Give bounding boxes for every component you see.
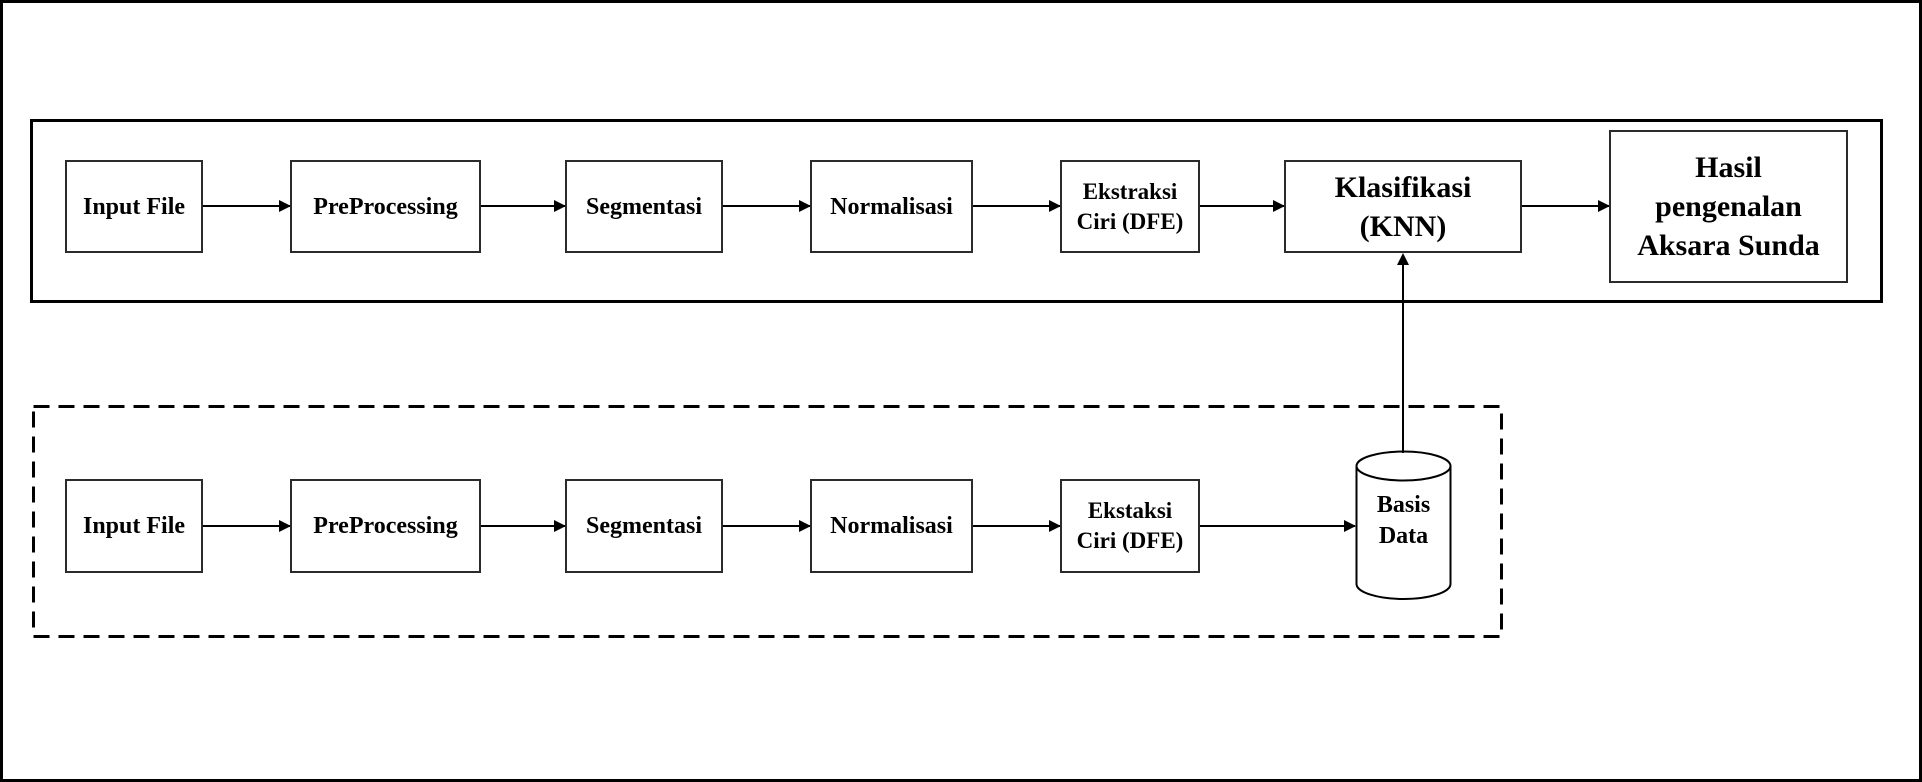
node-label-line2: Data (1378, 523, 1429, 549)
node-ekstraksi-ciri-dfe-top: Ekstraksi Ciri (DFE) (1060, 160, 1200, 253)
recognition-phase-container (30, 119, 1883, 303)
node-label: Input File (82, 193, 186, 220)
arrow-inputfile-to-preprocessing-bottom (203, 520, 291, 532)
node-segmentasi-top: Segmentasi (565, 160, 723, 253)
node-input-file-top: Input File (65, 160, 203, 253)
arrow-basisdata-to-klasifikasi (1397, 253, 1409, 453)
node-label-line1: Ekstraksi (1082, 178, 1178, 204)
node-label-line2: Ciri (DFE) (1076, 208, 1184, 234)
node-input-file-bottom: Input File (65, 479, 203, 573)
node-label: Input File (82, 513, 186, 539)
node-label-line2: pengenalan (1655, 190, 1802, 223)
node-label-line1: Ekstaksi (1087, 498, 1173, 523)
node-label: Segmentasi (586, 193, 702, 220)
node-label: Segmentasi (586, 513, 702, 539)
node-normalisasi-bottom: Normalisasi (810, 479, 973, 573)
node-basis-data: Basis Data (1355, 490, 1452, 552)
node-label-line1: Hasil (1695, 151, 1762, 184)
arrow-segmentasi-to-normalisasi-bottom (723, 520, 811, 532)
node-label-line1: Basis (1376, 492, 1431, 518)
node-preprocessing-bottom: PreProcessing (290, 479, 481, 573)
node-hasil-pengenalan-aksara-sunda: Hasil pengenalan Aksara Sunda (1609, 130, 1848, 283)
node-ekstaksi-ciri-dfe-bottom: Ekstaksi Ciri (DFE) (1060, 479, 1200, 573)
node-preprocessing-top: PreProcessing (290, 160, 481, 253)
training-phase-dashed-container (32, 405, 1503, 638)
node-label-line1: Klasifikasi (1334, 170, 1472, 204)
arrow-preprocessing-to-segmentasi-bottom (481, 520, 566, 532)
node-klasifikasi-knn: Klasifikasi (KNN) (1284, 160, 1522, 253)
node-segmentasi-bottom: Segmentasi (565, 479, 723, 573)
arrow-ekstraksi-to-klasifikasi (1200, 200, 1285, 212)
arrow-segmentasi-to-normalisasi-top (723, 200, 811, 212)
node-label-line2: Ciri (DFE) (1076, 528, 1184, 553)
node-label: Normalisasi (830, 193, 953, 220)
arrow-preprocessing-to-segmentasi-top (481, 200, 566, 212)
arrow-normalisasi-to-ekstraksi-top (973, 200, 1061, 212)
node-label: PreProcessing (313, 193, 458, 220)
node-label: Normalisasi (830, 513, 953, 539)
database-cylinder-icon (1355, 450, 1452, 601)
node-normalisasi-top: Normalisasi (810, 160, 973, 253)
arrow-inputfile-to-preprocessing-top (203, 200, 291, 212)
arrow-ekstaksi-to-basisdata (1200, 520, 1356, 532)
arrow-normalisasi-to-ekstaksi-bottom (973, 520, 1061, 532)
arrow-klasifikasi-to-hasil (1522, 200, 1610, 212)
node-label-line2: (KNN) (1359, 209, 1447, 243)
node-label-line3: Aksara Sunda (1637, 229, 1820, 262)
node-label: PreProcessing (313, 513, 458, 539)
